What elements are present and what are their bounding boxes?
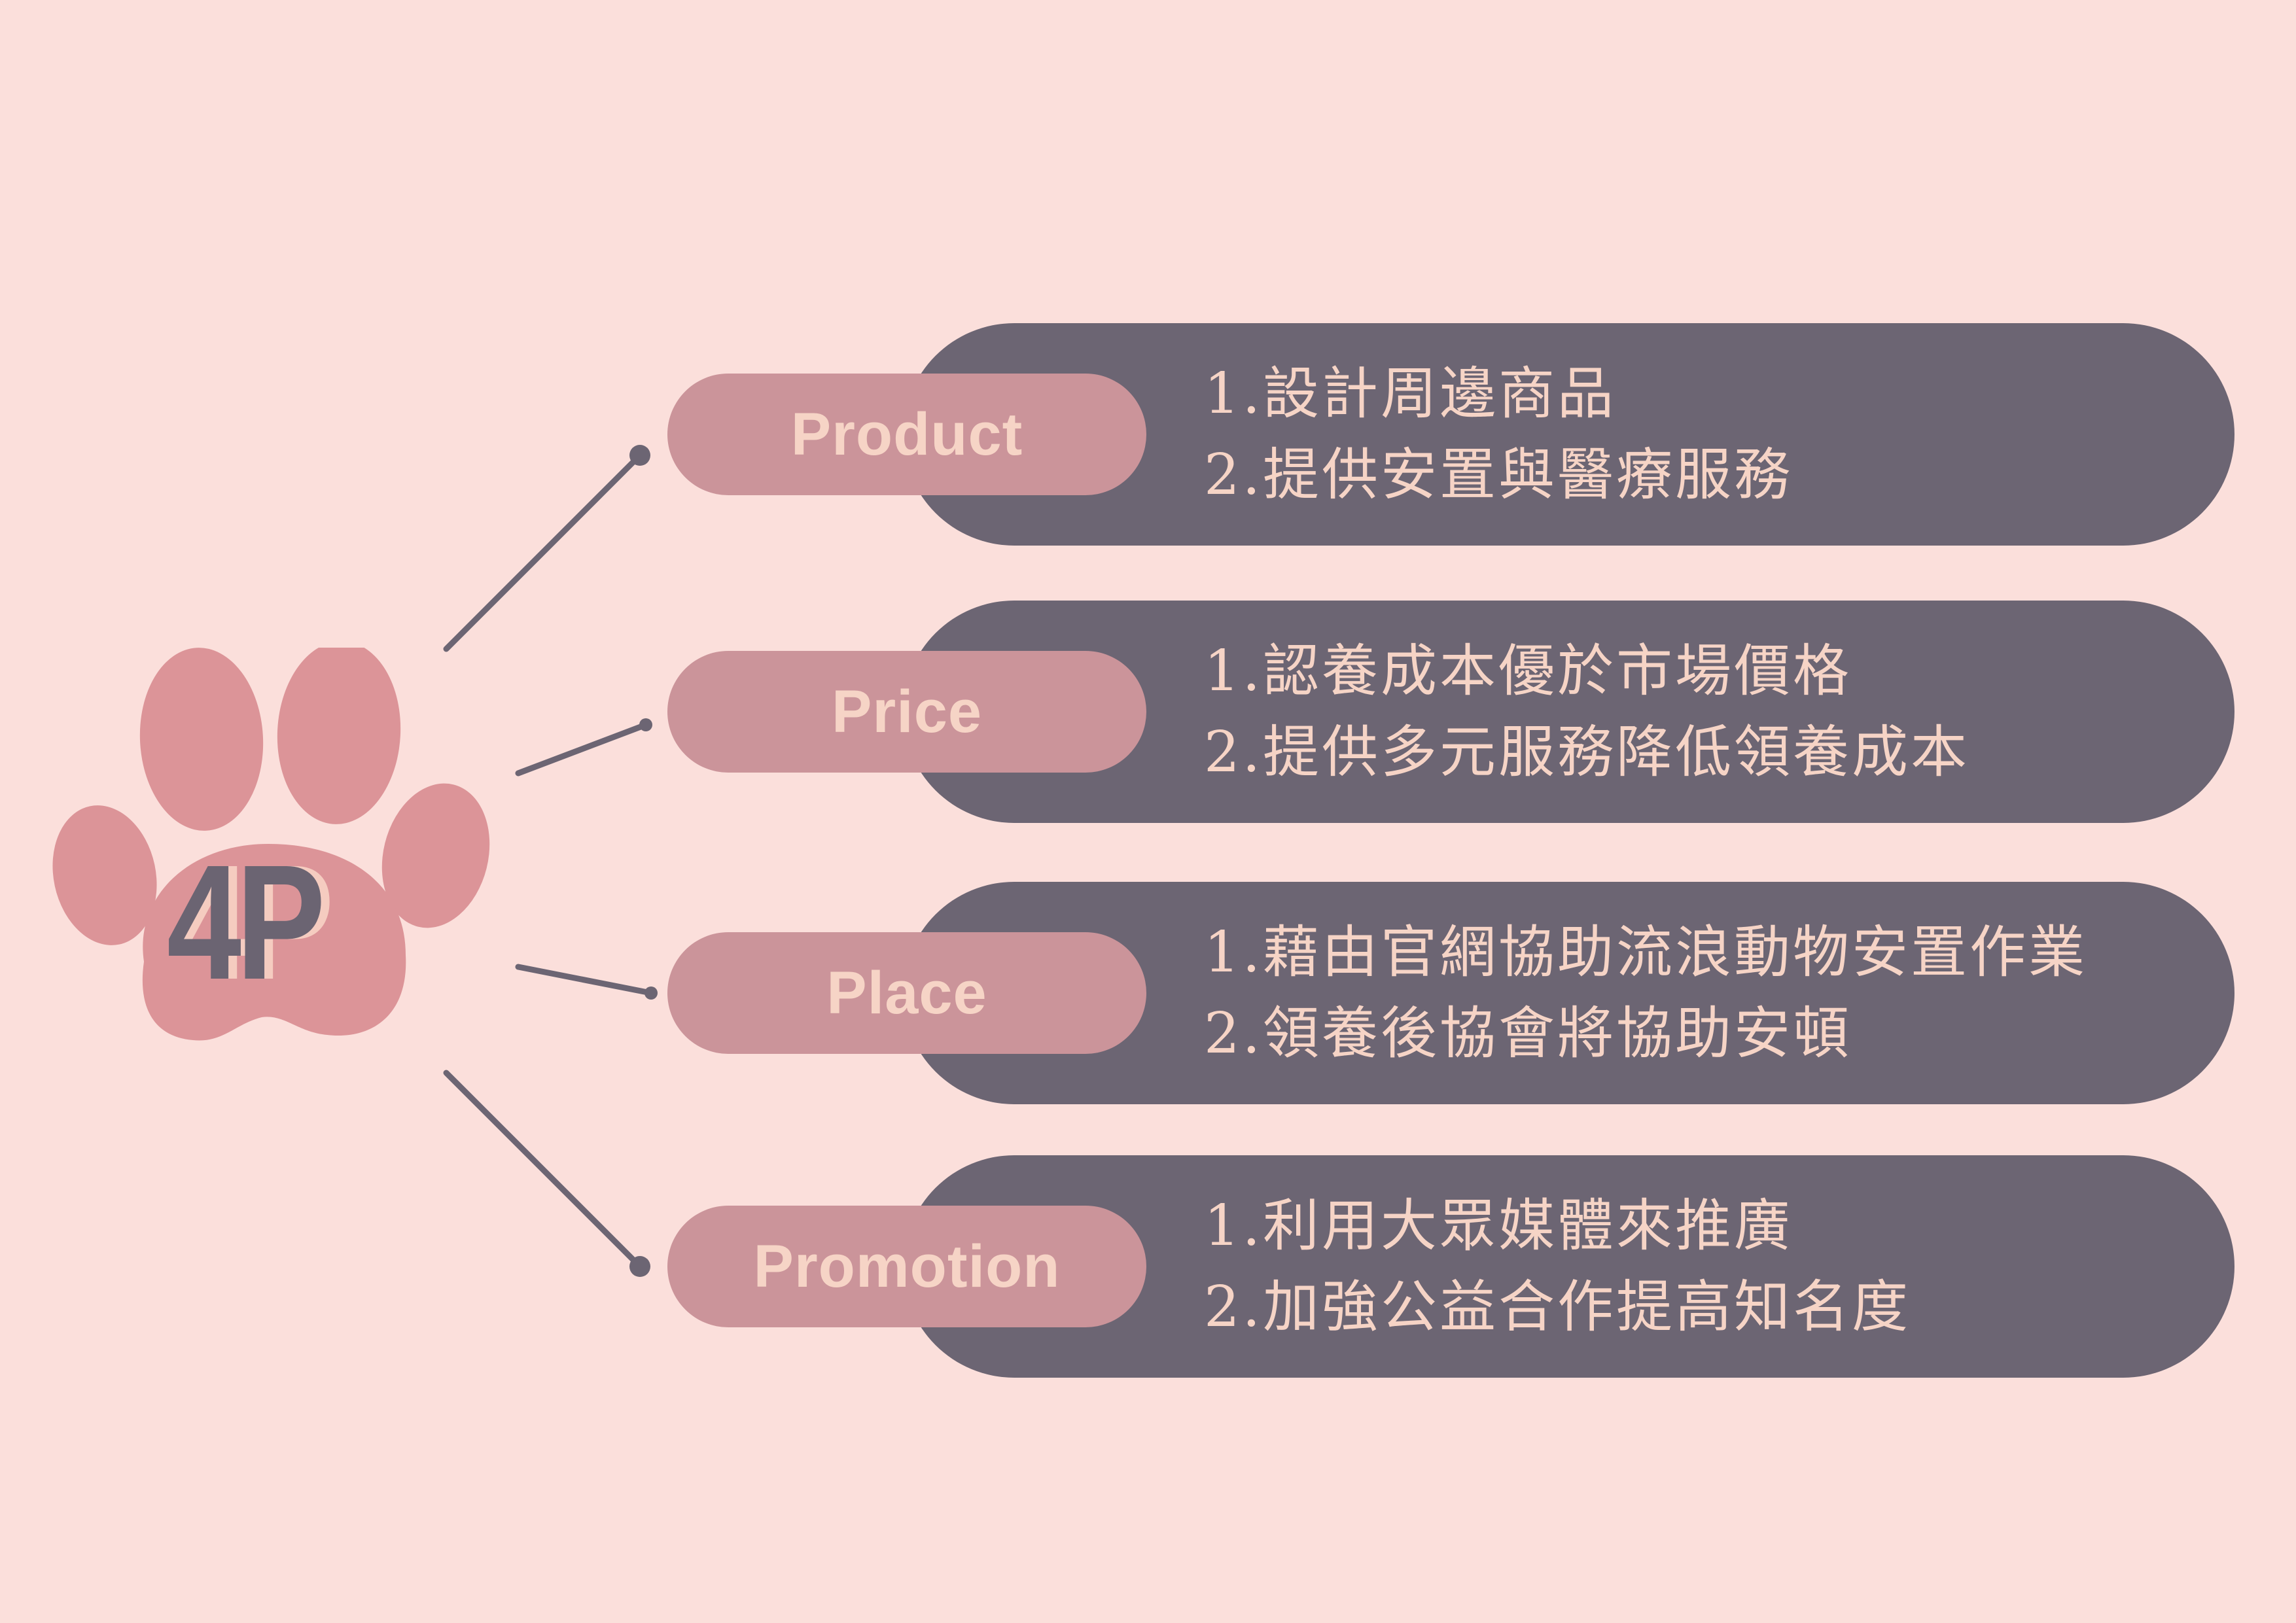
place-item-1: 1.藉由官網協助流浪動物安置作業 bbox=[1204, 919, 2088, 985]
connector-product bbox=[443, 452, 643, 652]
product-item-1: 1.設計周邊商品 bbox=[1204, 360, 1617, 427]
connector-promotion-dot bbox=[629, 1256, 650, 1277]
promotion-item-2: 2.加強公益合作提高知名度 bbox=[1204, 1274, 1911, 1340]
row-promotion: Promotion 1.利用大眾媒體來推廣 2.加強公益合作提高知名度 bbox=[667, 1155, 2234, 1378]
connector-price bbox=[515, 722, 649, 777]
paw-print-icon bbox=[39, 641, 510, 1066]
connector-price-dot bbox=[639, 718, 652, 731]
place-items: 1.藉由官網協助流浪動物安置作業 2.領養後協會將協助安頓 bbox=[1204, 882, 2087, 1104]
product-item-2: 2.提供安置與醫療服務 bbox=[1204, 442, 1793, 508]
center-title: 4P bbox=[167, 831, 326, 1013]
paw-pad bbox=[142, 844, 406, 1041]
price-items: 1.認養成本優於市場價格 2.提供多元服務降低領養成本 bbox=[1204, 601, 1969, 823]
connector-place bbox=[515, 964, 654, 996]
tag-place: Place bbox=[667, 932, 1146, 1054]
paw-toe-2 bbox=[139, 648, 264, 831]
connector-promotion bbox=[443, 1070, 643, 1270]
tag-product: Product bbox=[667, 374, 1146, 495]
paw-toe-4 bbox=[381, 783, 490, 928]
promotion-items: 1.利用大眾媒體來推廣 2.加強公益合作提高知名度 bbox=[1204, 1155, 1911, 1378]
product-items: 1.設計周邊商品 2.提供安置與醫療服務 bbox=[1204, 323, 1793, 546]
tag-product-label: Product bbox=[790, 400, 1023, 468]
row-place: Place 1.藉由官網協助流浪動物安置作業 2.領養後協會將協助安頓 bbox=[667, 882, 2234, 1104]
tag-price: Price bbox=[667, 651, 1146, 773]
tag-place-label: Place bbox=[826, 959, 987, 1026]
price-item-1: 1.認養成本優於市場價格 bbox=[1204, 638, 1852, 704]
tag-promotion: Promotion bbox=[667, 1206, 1146, 1327]
connector-product-dot bbox=[629, 445, 650, 466]
place-item-2: 2.領養後協會將協助安頓 bbox=[1204, 1001, 1852, 1066]
paw-toe-1 bbox=[52, 805, 157, 945]
row-product: Product 1.設計周邊商品 2.提供安置與醫療服務 bbox=[667, 323, 2234, 546]
paw-shape bbox=[52, 641, 490, 1041]
price-item-2: 2.提供多元服務降低領養成本 bbox=[1204, 720, 1970, 785]
tag-promotion-label: Promotion bbox=[753, 1232, 1061, 1300]
tag-price-label: Price bbox=[831, 678, 983, 745]
connector-place-dot bbox=[645, 986, 658, 1000]
promotion-item-1: 1.利用大眾媒體來推廣 bbox=[1204, 1193, 1793, 1259]
paw-toe-3 bbox=[277, 641, 401, 824]
row-price: Price 1.認養成本優於市場價格 2.提供多元服務降低領養成本 bbox=[667, 601, 2234, 823]
